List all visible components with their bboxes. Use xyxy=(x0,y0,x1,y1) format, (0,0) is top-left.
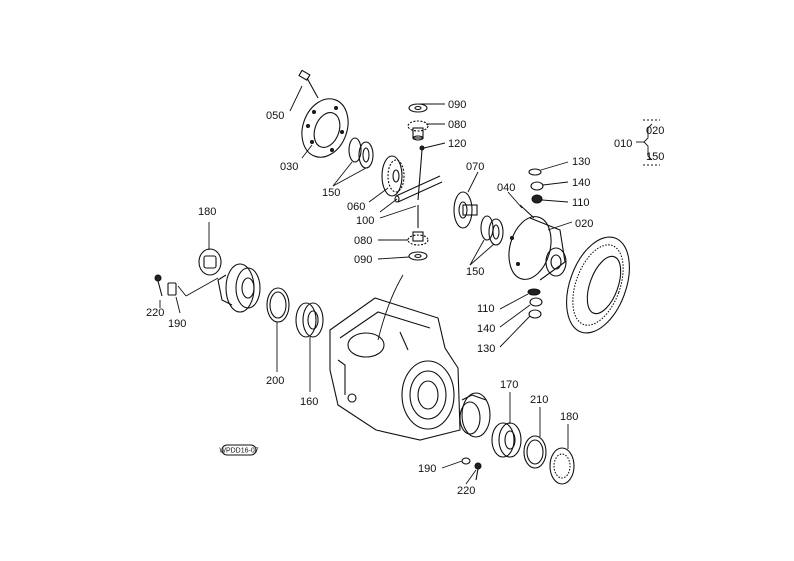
label-150b: 150 xyxy=(646,151,664,163)
washer-190-right[interactable] xyxy=(461,457,471,465)
pinion-gear-080-bottom[interactable] xyxy=(407,205,429,261)
label-210: 210 xyxy=(530,394,548,406)
label-140a: 140 xyxy=(572,177,590,189)
side-gear-060[interactable] xyxy=(381,155,405,197)
spacer-210[interactable] xyxy=(523,435,547,469)
label-080b: 080 xyxy=(354,235,372,247)
label-220b: 220 xyxy=(457,485,475,497)
oil-seal-180-right[interactable] xyxy=(549,447,575,485)
shim-140-lower[interactable] xyxy=(529,297,543,307)
label-030: 030 xyxy=(280,161,298,173)
transmission-housing[interactable] xyxy=(329,297,461,441)
bearing-150-upper[interactable] xyxy=(348,137,374,169)
cover-plate-030[interactable] xyxy=(294,92,356,163)
spacer-200[interactable] xyxy=(266,287,290,323)
bolt-220-right[interactable] xyxy=(474,462,482,481)
shim-140-upper[interactable] xyxy=(530,181,544,191)
label-100: 100 xyxy=(356,215,374,227)
bearing-170[interactable] xyxy=(491,422,522,458)
label-050: 050 xyxy=(266,110,284,122)
drawing-code-badge: WPDD16-07 xyxy=(219,444,259,456)
label-130a: 130 xyxy=(572,156,590,168)
label-070: 070 xyxy=(466,161,484,173)
label-180b: 180 xyxy=(560,411,578,423)
bushing-110-upper[interactable] xyxy=(531,194,543,204)
label-080a: 080 xyxy=(448,119,466,131)
label-130b: 130 xyxy=(477,343,495,355)
bearing-housing-left[interactable] xyxy=(217,263,261,313)
svg-text:WPDD16-07: WPDD16-07 xyxy=(219,448,258,455)
label-090b: 090 xyxy=(354,254,372,266)
side-gear-070[interactable] xyxy=(453,191,478,229)
label-040: 040 xyxy=(497,182,515,194)
bearing-housing-right[interactable] xyxy=(459,392,491,438)
label-220a: 220 xyxy=(146,307,164,319)
label-200: 200 xyxy=(266,375,284,387)
leader-lines xyxy=(159,85,660,485)
label-020: 020 xyxy=(575,218,593,230)
label-180a: 180 xyxy=(198,206,216,218)
label-090a: 090 xyxy=(448,99,466,111)
washer-130-lower[interactable] xyxy=(528,309,542,319)
label-010: 010 xyxy=(614,138,632,150)
label-170: 170 xyxy=(500,379,518,391)
label-160: 160 xyxy=(300,396,318,408)
bearing-160[interactable] xyxy=(295,302,324,338)
label-140b: 140 xyxy=(477,323,495,335)
label-190a: 190 xyxy=(168,318,186,330)
washer-190-left[interactable] xyxy=(167,282,177,296)
ring-gear[interactable] xyxy=(555,228,642,341)
bolt-050[interactable] xyxy=(298,69,319,99)
label-190b: 190 xyxy=(418,463,436,475)
cross-shaft-100[interactable] xyxy=(394,175,443,203)
bolt-220-left[interactable] xyxy=(154,274,163,297)
label-120: 120 xyxy=(448,138,466,150)
label-150c: 150 xyxy=(466,266,484,278)
part-labels: 050 030 150 060 100 090 080 120 070 040 … xyxy=(146,99,664,497)
washer-130-upper[interactable] xyxy=(528,168,542,176)
differential-case-020[interactable] xyxy=(502,204,567,284)
bearing-150-lower[interactable] xyxy=(480,215,504,246)
bushing-110-lower[interactable] xyxy=(527,288,541,296)
label-060a: 060 xyxy=(347,201,365,213)
label-150a: 150 xyxy=(322,187,340,199)
pinion-gear-080-top[interactable] xyxy=(407,103,429,201)
label-110a: 110 xyxy=(572,197,590,209)
label-110b: 110 xyxy=(477,303,495,315)
label-020b: 020 xyxy=(646,125,664,137)
oil-seal-180-left[interactable] xyxy=(198,248,222,276)
